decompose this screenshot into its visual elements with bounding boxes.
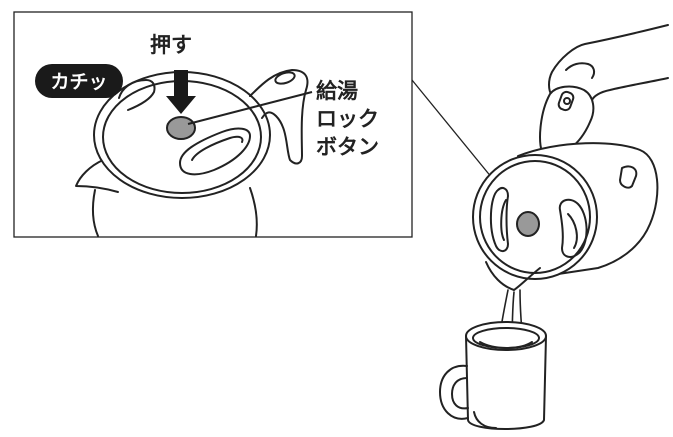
mug-illustration — [439, 321, 547, 430]
hand-illustration — [548, 24, 669, 111]
click-sound-badge: カチッ — [35, 64, 123, 98]
button-leader-line — [187, 91, 313, 125]
click-sound-label: カチッ — [50, 71, 107, 93]
button-name-line3: ボタン — [316, 135, 379, 159]
button-name-line2: ロック — [316, 107, 379, 131]
inset-panel: 押す カチッ 給湯 ロック ボタン — [13, 11, 413, 238]
kettle-handle — [539, 85, 595, 153]
pouring-kettle-illustration — [439, 24, 669, 430]
button-name-line1: 給湯 — [316, 79, 358, 103]
down-arrow-icon — [166, 70, 196, 114]
kettle-lock-button[interactable] — [516, 211, 540, 237]
lock-button[interactable] — [166, 116, 196, 140]
push-label: 押す — [150, 33, 192, 57]
